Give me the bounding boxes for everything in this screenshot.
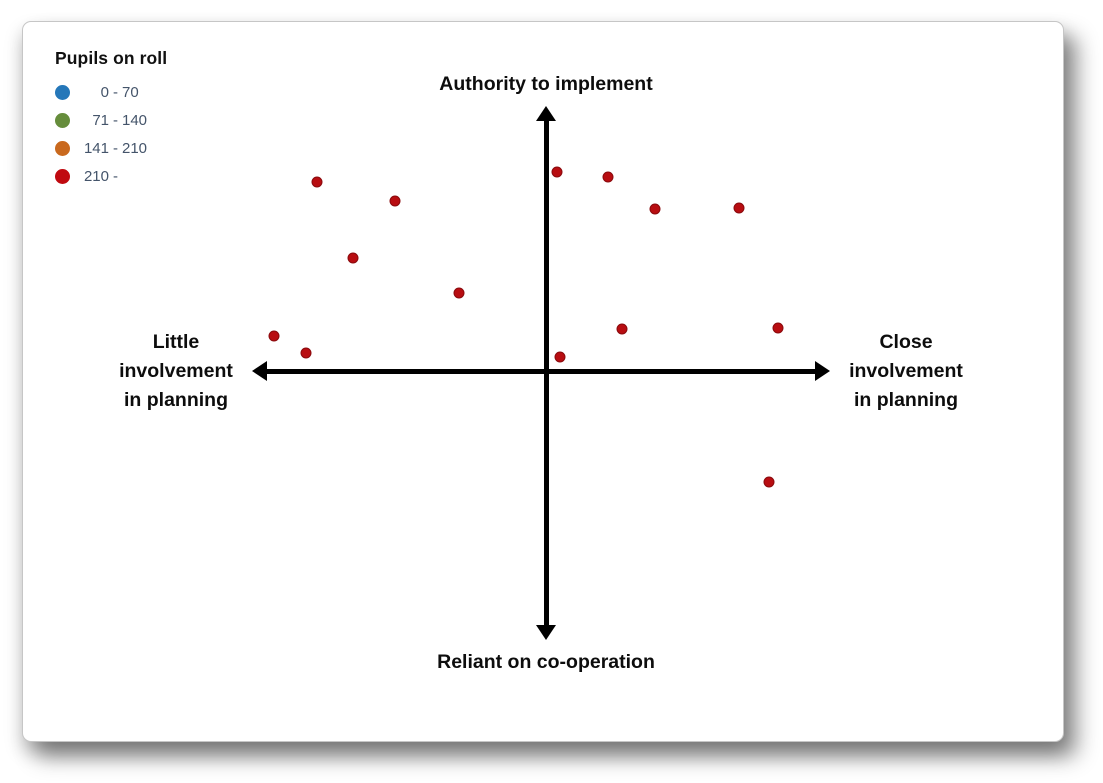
legend: Pupils on roll 0-70 71-140 141-210 210- bbox=[55, 48, 167, 190]
red-range-dot-icon bbox=[55, 168, 70, 184]
legend-item-label: 71-140 bbox=[92, 111, 148, 129]
legend-item: 0-70 bbox=[55, 78, 167, 106]
legend-item-label: 210- bbox=[83, 167, 118, 185]
left-arrowhead-icon bbox=[252, 361, 267, 381]
axis-label-bottom: Reliant on co-operation bbox=[437, 651, 655, 673]
scatter-point bbox=[551, 166, 563, 178]
legend-item-label: 141-210 bbox=[83, 139, 148, 157]
blue-range-dot-icon bbox=[55, 84, 70, 100]
scatter-point bbox=[389, 195, 401, 207]
scatter-point bbox=[268, 330, 280, 342]
axis-label-left: Little involvement in planning bbox=[119, 331, 233, 411]
scatter-point bbox=[311, 176, 323, 188]
legend-item-label: 0-70 bbox=[100, 83, 139, 101]
scatter-point bbox=[453, 287, 465, 299]
scatter-point bbox=[554, 351, 566, 363]
axis-label-right: Close involvement in planning bbox=[849, 331, 963, 411]
scatter-point bbox=[772, 322, 784, 334]
up-arrowhead-icon bbox=[536, 106, 556, 121]
legend-items: 0-70 71-140 141-210 210- bbox=[55, 78, 167, 190]
vertical-axis-line bbox=[543, 118, 549, 630]
scatter-point bbox=[763, 476, 775, 488]
down-arrowhead-icon bbox=[536, 625, 556, 640]
orange-range-dot-icon bbox=[55, 140, 70, 156]
horizontal-axis-line bbox=[262, 368, 820, 374]
green-range-dot-icon bbox=[55, 112, 70, 128]
legend-title: Pupils on roll bbox=[55, 48, 168, 68]
axis-label-top: Authority to implement bbox=[439, 73, 653, 95]
scatter-point bbox=[649, 203, 661, 215]
chart-card bbox=[22, 21, 1064, 742]
scatter-point bbox=[733, 202, 745, 214]
scatter-point bbox=[347, 252, 359, 264]
scatter-point bbox=[616, 323, 628, 335]
legend-item: 71-140 bbox=[55, 106, 167, 134]
scatter-point bbox=[602, 171, 614, 183]
scatter-point bbox=[300, 347, 312, 359]
legend-item: 210- bbox=[55, 162, 167, 190]
right-arrowhead-icon bbox=[815, 361, 830, 381]
legend-item: 141-210 bbox=[55, 134, 167, 162]
